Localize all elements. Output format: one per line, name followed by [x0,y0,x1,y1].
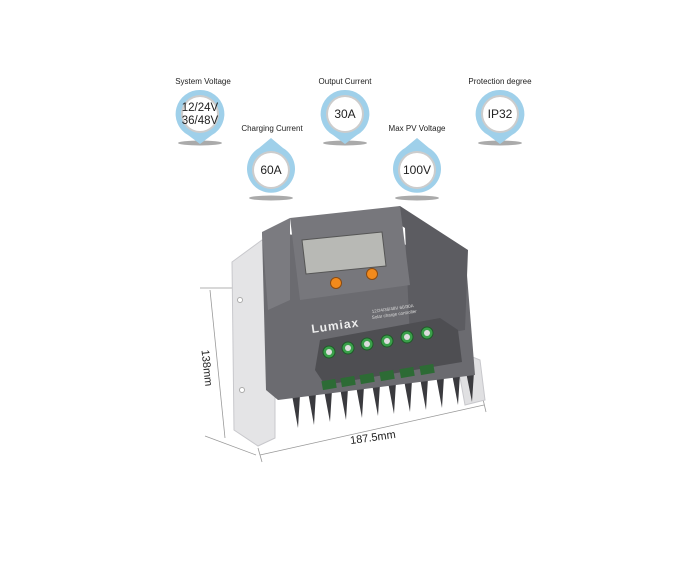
menu-button [330,277,342,289]
pin-marker-icon [247,138,295,201]
spec-value-line: 36/48V [181,115,219,127]
spec-label-charging-current: Charging Current [241,124,303,133]
spec-value: 100V [402,163,432,177]
spec-label-output-current: Output Current [318,77,372,86]
lcd-screen [301,231,387,275]
model-label: 12/24/36/48V 60/30A [371,303,414,314]
brand-logo: Lumiax [310,315,359,336]
pin-marker-icon [175,89,225,146]
spec-pin-max-pv-voltage: 100V [392,136,442,206]
ok-button [366,268,378,280]
spec-label-protection-degree: Protection degree [468,77,532,86]
spec-value: IP32 [487,107,513,121]
pin-marker-icon [320,89,370,146]
spec-pin-charging-current: 60A [246,136,296,206]
spec-value-line: 12/24V [181,102,219,114]
spec-label-system-voltage: System Voltage [175,77,231,86]
spec-label-max-pv-voltage: Max PV Voltage [388,124,446,133]
wire-connectors [321,363,435,391]
spec-pin-output-current: 30A [320,88,370,158]
type-label: Solar charge controller [371,309,417,320]
spec-value: 30A [334,107,356,121]
pin-marker-icon [393,138,441,201]
spec-value: 60A [260,163,282,177]
heatsink-fins [292,372,474,428]
dimension-lines [200,287,487,463]
pin-marker-icon [475,89,525,146]
spec-pin-protection-degree: IP32 [475,88,525,158]
